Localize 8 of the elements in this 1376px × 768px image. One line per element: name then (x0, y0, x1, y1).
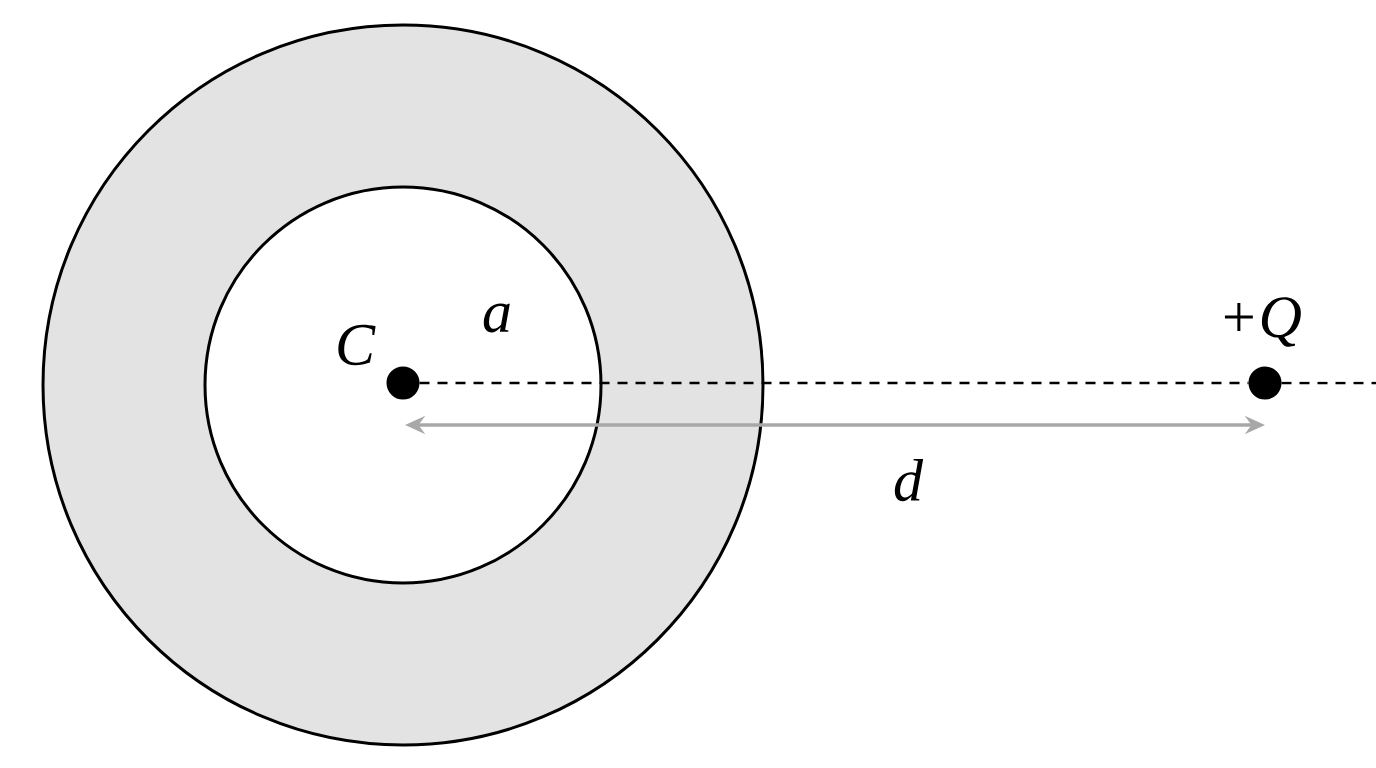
dashed-line (419, 381, 1249, 385)
charge-label: C (338, 324, 376, 366)
radius-label: a (483, 303, 510, 333)
charge-label: +Q (1224, 297, 1301, 347)
point-charge-dot (386, 366, 420, 400)
cavity-circle (203, 185, 603, 585)
point-charge-dot (1248, 366, 1282, 400)
distance-label: d (894, 458, 924, 502)
